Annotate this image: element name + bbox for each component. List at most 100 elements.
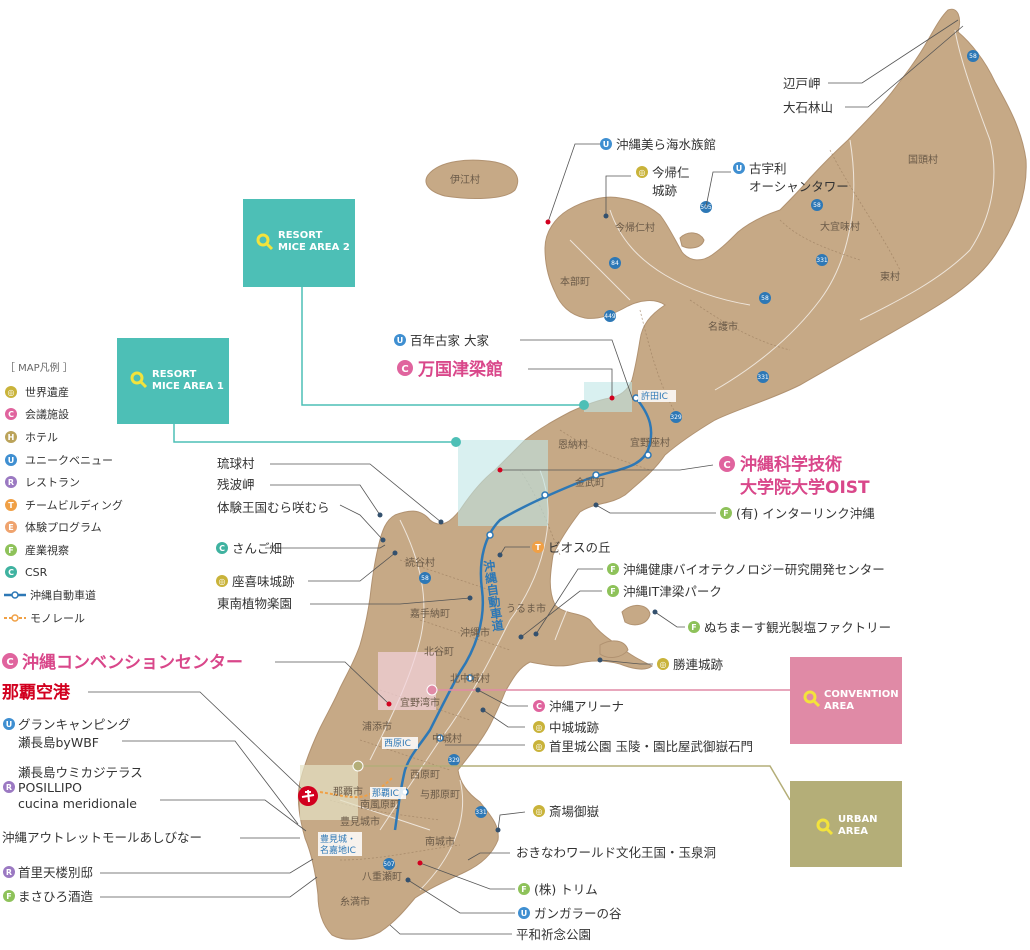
svg-text:C: C [219,544,225,553]
poi-glamping: U グランキャンピング 瀬長島byWBF [3,717,131,750]
label-airport: 那覇空港 [2,682,71,703]
svg-text:58: 58 [761,295,769,302]
poi-masahiro: F まさひろ酒造 [3,889,94,904]
svg-text:まさひろ酒造: まさひろ酒造 [18,889,94,904]
svg-text:C: C [401,364,408,375]
svg-text:ユニークベニュー: ユニークベニュー [25,454,113,467]
legend-item-unique-venue: U ユニークベニュー [5,454,113,467]
legend-item-experience: E 体験プログラム [5,520,102,534]
roads [339,29,995,891]
svg-text:331: 331 [816,257,828,264]
search-icon [816,818,834,836]
leader-lines [88,19,964,935]
svg-text:URBAN: URBAN [838,814,878,825]
poi-interlink: F (有) インターリンク沖縄 [720,506,875,521]
town-motobu: 本部町 [560,275,590,288]
svg-text:瀬長島byWBF: 瀬長島byWBF [18,735,99,750]
svg-text:T: T [8,501,14,510]
svg-text:58: 58 [969,53,977,60]
highlight-area1 [458,440,548,526]
svg-text:首里城公園 玉陵・園比屋武御嶽石門: 首里城公園 玉陵・園比屋武御嶽石門 [549,739,753,754]
area-box-resort-1[interactable]: RESORT MICE AREA 1 [117,338,229,424]
ic-labels: 許田IC 西原IC 那覇IC 豊見城・ 名嘉地IC [318,390,676,856]
svg-text:F: F [610,565,615,574]
svg-text:449: 449 [604,313,616,320]
svg-text:◎: ◎ [639,168,646,177]
label-heiwa: 平和祈念公園 [516,927,591,942]
poi-katsuren: ◎ 勝連城跡 [657,657,724,672]
expressway [393,397,653,831]
search-icon [130,371,148,389]
svg-text:E: E [8,523,13,532]
legend: ［ MAP凡例 ］ ◎ 世界遺産 C 会議施設 H ホテル U ユニークベニュー… [4,361,123,625]
ie-island [425,159,519,199]
area-box-urban[interactable]: URBAN AREA [790,781,902,867]
town-izena: 伊江村 [450,173,480,186]
svg-text:沖縄科学技術: 沖縄科学技術 [740,454,842,475]
town-nago: 名護市 [708,320,738,333]
poi-sango: C さんご畑 [216,541,282,556]
poi-hyakunen: U 百年古家 大家 [394,333,489,348]
svg-text:MICE AREA 2: MICE AREA 2 [278,242,350,253]
svg-text:西原IC: 西原IC [384,738,411,749]
town-yonabaru: 与那原町 [420,789,460,801]
svg-text:豊見城・: 豊見城・ [320,833,356,845]
area-connector-dots [352,400,589,772]
svg-text:沖縄美ら海水族館: 沖縄美ら海水族館 [616,137,716,152]
svg-text:オーシャンタワー: オーシャンタワー [749,179,849,194]
svg-text:会議施設: 会議施設 [25,407,69,421]
svg-text:グランキャンピング: グランキャンピング [18,717,131,732]
legend-item-expressway: 沖縄自動車道 [4,588,96,602]
location-dots [377,213,658,883]
kouri-island [679,232,705,249]
svg-text:産業視察: 産業視察 [25,543,69,557]
svg-text:許田IC: 許田IC [641,390,668,402]
poi-shuritenro: R 首里天楼別邸 [3,865,93,880]
svg-text:ぬちまーす観光製塩ファクトリー: ぬちまーす観光製塩ファクトリー [704,620,891,635]
label-hedo: 辺戸岬 [783,76,821,91]
svg-text:沖縄自動車道: 沖縄自動車道 [30,588,96,602]
town-okinawa: 沖縄市 [460,626,490,639]
svg-text:◎: ◎ [536,723,543,732]
svg-text:チームビルディング: チームビルディング [25,498,123,512]
poi-itpark: F 沖縄IT津梁パーク [607,584,722,599]
svg-text:世界遺産: 世界遺産 [25,385,69,399]
legend-item-team-building: T チームビルディング [5,498,123,512]
poi-trim: F (株) トリム [518,882,598,897]
legend-item-conference: C 会議施設 [5,407,69,421]
poi-shuri: ◎ 首里城公園 玉陵・園比屋武御嶽石門 [533,739,753,754]
svg-text:AREA: AREA [824,701,854,712]
svg-text:POSILLIPO: POSILLIPO [18,780,82,795]
svg-text:cucina meridionale: cucina meridionale [18,796,137,811]
svg-text:U: U [8,456,15,465]
legend-item-industrial-tour: F 産業視察 [5,543,69,557]
town-kitaya: 北谷町 [424,646,454,658]
svg-text:百年古家 大家: 百年古家 大家 [410,333,489,348]
town-ogimi: 大宜味村 [820,220,860,233]
svg-text:C: C [8,410,14,419]
svg-text:C: C [6,657,13,668]
svg-text:331: 331 [757,374,769,381]
svg-text:モノレール: モノレール [30,612,85,625]
svg-text:古宇利: 古宇利 [749,161,787,176]
search-icon [803,690,821,708]
svg-text:H: H [8,433,15,442]
town-nishihara: 西原町 [410,769,440,781]
town-ginowan: 宜野湾市 [400,696,440,709]
area-box-resort-2[interactable]: RESORT MICE AREA 2 [243,199,355,287]
svg-text:C: C [536,702,542,711]
svg-text:RESORT: RESORT [278,230,322,241]
svg-text:84: 84 [611,260,619,267]
poi-convention: C 沖縄コンベンションセンター [2,652,243,673]
poi-kouri: U 古宇利 オーシャンタワー [733,161,849,194]
svg-text:中城城跡: 中城城跡 [549,720,600,735]
area-box-convention[interactable]: CONVENTION AREA [790,657,902,744]
area-connectors [173,286,791,801]
poi-seifa: ◎ 斎場御嶽 [533,804,600,819]
svg-text:U: U [521,909,528,918]
svg-text:329: 329 [448,757,460,764]
svg-text:◎: ◎ [8,388,15,397]
svg-text:斎場御嶽: 斎場御嶽 [549,804,600,819]
legend-title: ［ MAP凡例 ］ [5,361,73,374]
